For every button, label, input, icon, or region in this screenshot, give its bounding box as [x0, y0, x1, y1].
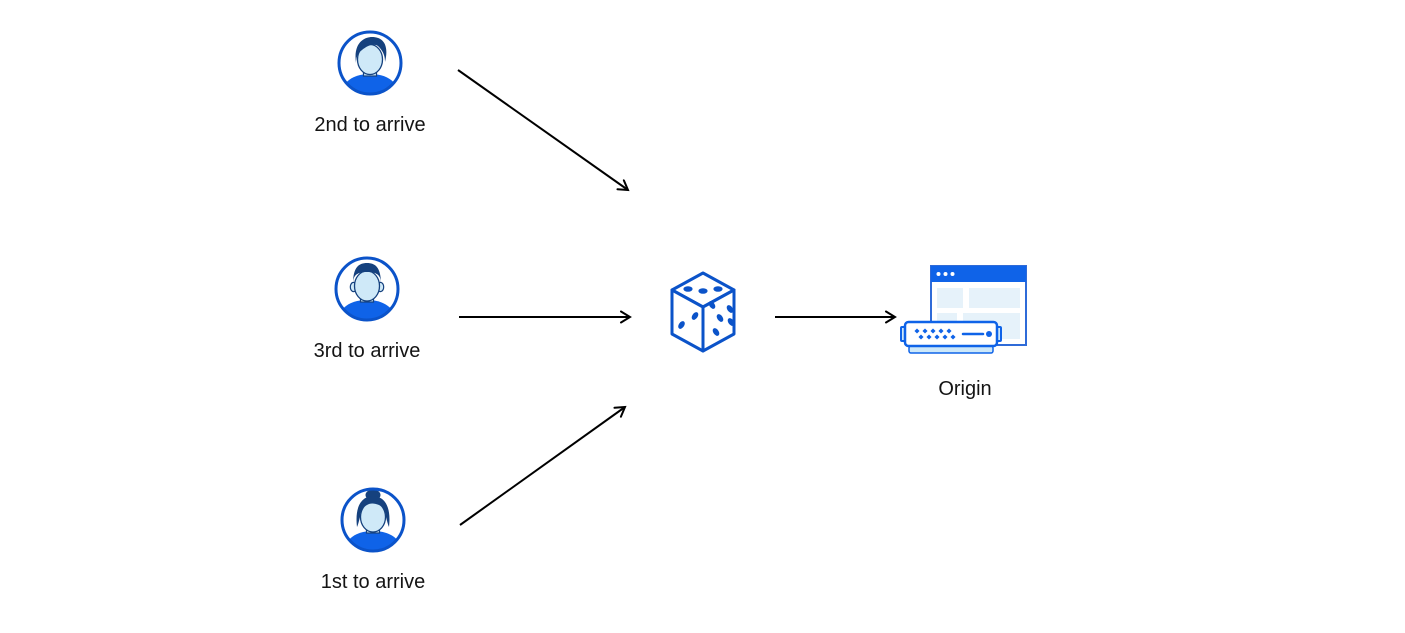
avatar-man-flat-hair-icon — [334, 256, 400, 322]
origin-node: Origin — [863, 262, 1067, 400]
client-label-3rd: 3rd to arrive — [313, 340, 421, 362]
avatar-woman-bun-icon — [340, 487, 406, 553]
randomizer-node — [668, 270, 738, 354]
client-label-1st: 1st to arrive — [320, 571, 426, 593]
client-node-3rd: 3rd to arrive — [267, 256, 467, 362]
origin-label: Origin — [938, 378, 992, 400]
avatar-man-swept-hair-icon — [337, 30, 403, 96]
origin-server-browser-icon — [900, 265, 1027, 354]
client-label-2nd: 2nd to arrive — [314, 114, 426, 136]
arrow-client2-to-dice — [457, 69, 630, 192]
client-node-2nd: 2nd to arrive — [270, 30, 470, 136]
dice-icon — [670, 271, 736, 353]
client-node-1st: 1st to arrive — [273, 487, 473, 593]
arrow-client1-to-dice — [459, 405, 627, 526]
